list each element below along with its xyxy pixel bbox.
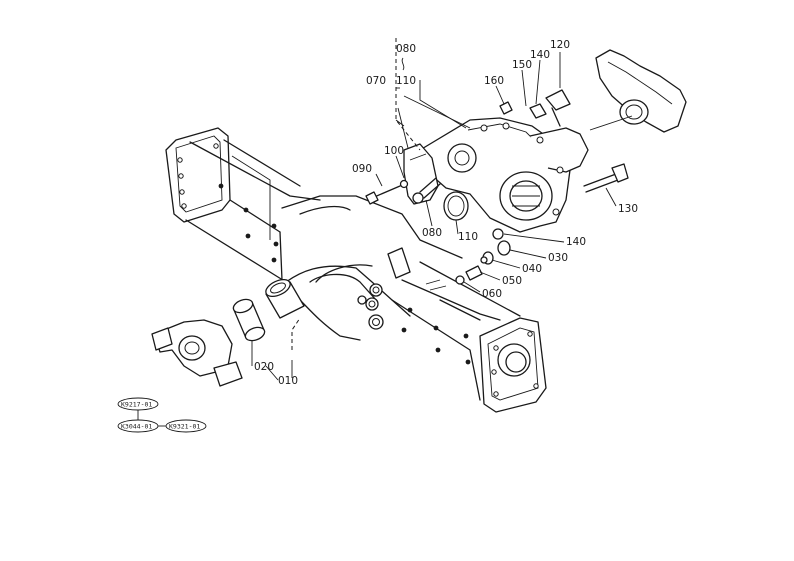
label-080: 080: [422, 227, 442, 239]
bushing-020: [232, 298, 266, 342]
label-130: 130: [618, 203, 638, 215]
label-020: 020: [254, 361, 274, 373]
small-parts: [455, 228, 511, 285]
support-bracket: [589, 49, 687, 133]
ref-label-2: K3044-01: [121, 423, 152, 431]
label-140: 140: [566, 236, 586, 248]
label-030: 030: [548, 252, 568, 264]
ref-label-3: K9321-01: [169, 423, 200, 431]
label-050: 050: [502, 275, 522, 287]
bolt-080: [419, 177, 441, 199]
label-160: 160: [484, 75, 504, 87]
gear-case: [419, 117, 589, 233]
group-squiggle: [401, 57, 405, 71]
label-090: 090: [352, 163, 372, 175]
label-120: 120: [550, 39, 570, 51]
label-110-top: 110: [396, 75, 416, 87]
label-100: 100: [384, 145, 404, 157]
label-150: 150: [512, 59, 532, 71]
label-080-top: 080: [396, 43, 416, 55]
support-bracket-lower: [151, 319, 243, 387]
label-060: 060: [482, 288, 502, 300]
label-070: 070: [366, 75, 386, 87]
axle-housing-010: [165, 127, 547, 413]
bolt-090: [365, 179, 409, 205]
leader-lines: [251, 38, 617, 381]
bolt-130: [583, 163, 629, 193]
reference-ovals: K9217-01 K3044-01 K9321-01: [117, 397, 207, 433]
part-labels: 080 070 110 120 140 150 160 100 090 080 …: [254, 39, 638, 387]
ref-label-1: K9217-01: [121, 401, 152, 409]
label-040: 040: [522, 263, 542, 275]
label-140-top: 140: [530, 49, 550, 61]
label-110: 110: [458, 231, 478, 243]
bracket-plate: [403, 143, 439, 205]
bushing-010-collar: [265, 278, 305, 319]
bolt-set-top: [499, 89, 571, 127]
label-010: 010: [278, 375, 298, 387]
